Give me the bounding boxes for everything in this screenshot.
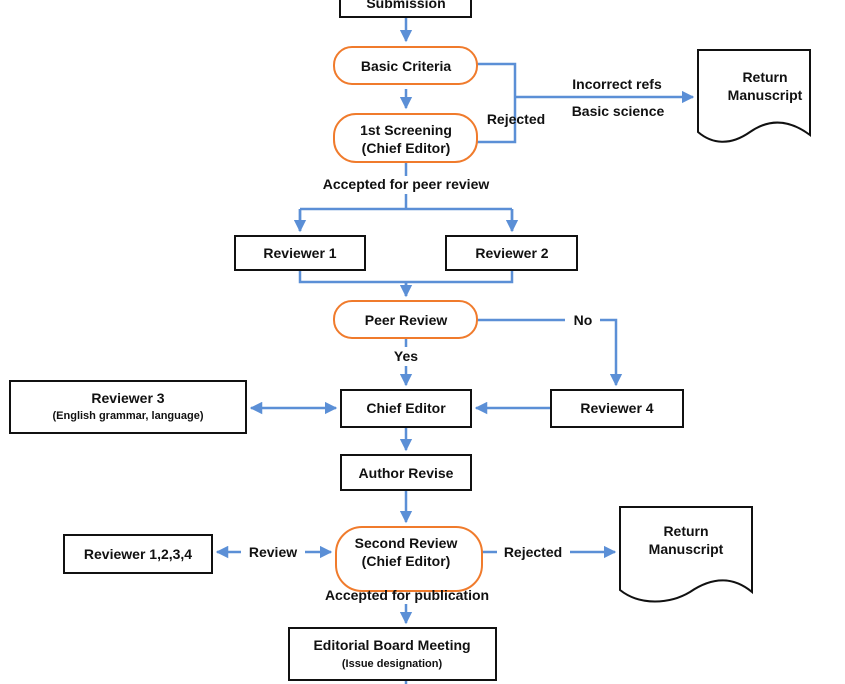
node-second-review: Second Review (Chief Editor) — [335, 526, 483, 592]
return-2-label: Return — [663, 523, 708, 539]
label-review: Review — [249, 544, 297, 560]
reviewer-3-sublabel: (English grammar, language) — [53, 410, 204, 422]
first-screening-label: 1st Screening — [360, 122, 452, 138]
reviewer-4-label: Reviewer 4 — [580, 400, 653, 416]
node-submission: Submission — [339, 0, 472, 18]
editorial-board-label: Editorial Board Meeting — [313, 637, 470, 653]
reviewer-2-label: Reviewer 2 — [475, 245, 548, 261]
return-2-sublabel: Manuscript — [649, 541, 724, 557]
split-to-reviewers — [298, 162, 514, 231]
reviewer-1-label: Reviewer 1 — [263, 245, 336, 261]
node-chief-editor: Chief Editor — [340, 389, 472, 428]
chief-editor-label: Chief Editor — [366, 400, 446, 416]
node-reviewer-4: Reviewer 4 — [550, 389, 684, 428]
return-1-sublabel: Manuscript — [728, 87, 803, 103]
node-basic-criteria: Basic Criteria — [333, 46, 478, 85]
label-yes: Yes — [394, 348, 418, 364]
label-accepted-peer: Accepted for peer review — [323, 176, 490, 192]
arrow-no-to-reviewer-4 — [477, 318, 616, 385]
basic-criteria-label: Basic Criteria — [361, 58, 451, 74]
node-return-manuscript-2: Return Manuscript — [619, 506, 753, 603]
label-accepted-publication: Accepted for publication — [325, 587, 489, 603]
editorial-board-sublabel: (Issue designation) — [342, 658, 443, 670]
label-basic-science: Basic science — [572, 103, 665, 119]
reviewer-3-label: Reviewer 3 — [91, 390, 164, 406]
node-reviewer-all: Reviewer 1,2,3,4 — [63, 534, 213, 574]
node-reviewer-2: Reviewer 2 — [445, 235, 578, 271]
first-screening-sublabel: (Chief Editor) — [362, 140, 451, 156]
node-reviewer-3: Reviewer 3 (English grammar, language) — [9, 380, 247, 434]
reject-bracket — [477, 62, 517, 144]
label-rejected-2: Rejected — [504, 544, 562, 560]
author-revise-label: Author Revise — [359, 465, 454, 481]
node-peer-review: Peer Review — [333, 300, 478, 339]
node-editorial-board: Editorial Board Meeting (Issue designati… — [288, 627, 497, 681]
node-author-revise: Author Revise — [340, 454, 472, 491]
node-first-screening: 1st Screening (Chief Editor) — [333, 113, 478, 163]
label-incorrect-refs: Incorrect refs — [572, 76, 662, 92]
second-review-label: Second Review — [355, 535, 458, 551]
reviewer-all-label: Reviewer 1,2,3,4 — [84, 546, 192, 562]
node-return-manuscript-1: Return Manuscript — [697, 49, 811, 143]
peer-review-label: Peer Review — [365, 312, 448, 328]
submission-label: Submission — [366, 0, 445, 11]
return-1-label: Return — [742, 69, 787, 85]
node-reviewer-1: Reviewer 1 — [234, 235, 366, 271]
second-review-sublabel: (Chief Editor) — [362, 553, 451, 569]
label-no: No — [574, 312, 593, 328]
label-rejected-1: Rejected — [487, 111, 545, 127]
